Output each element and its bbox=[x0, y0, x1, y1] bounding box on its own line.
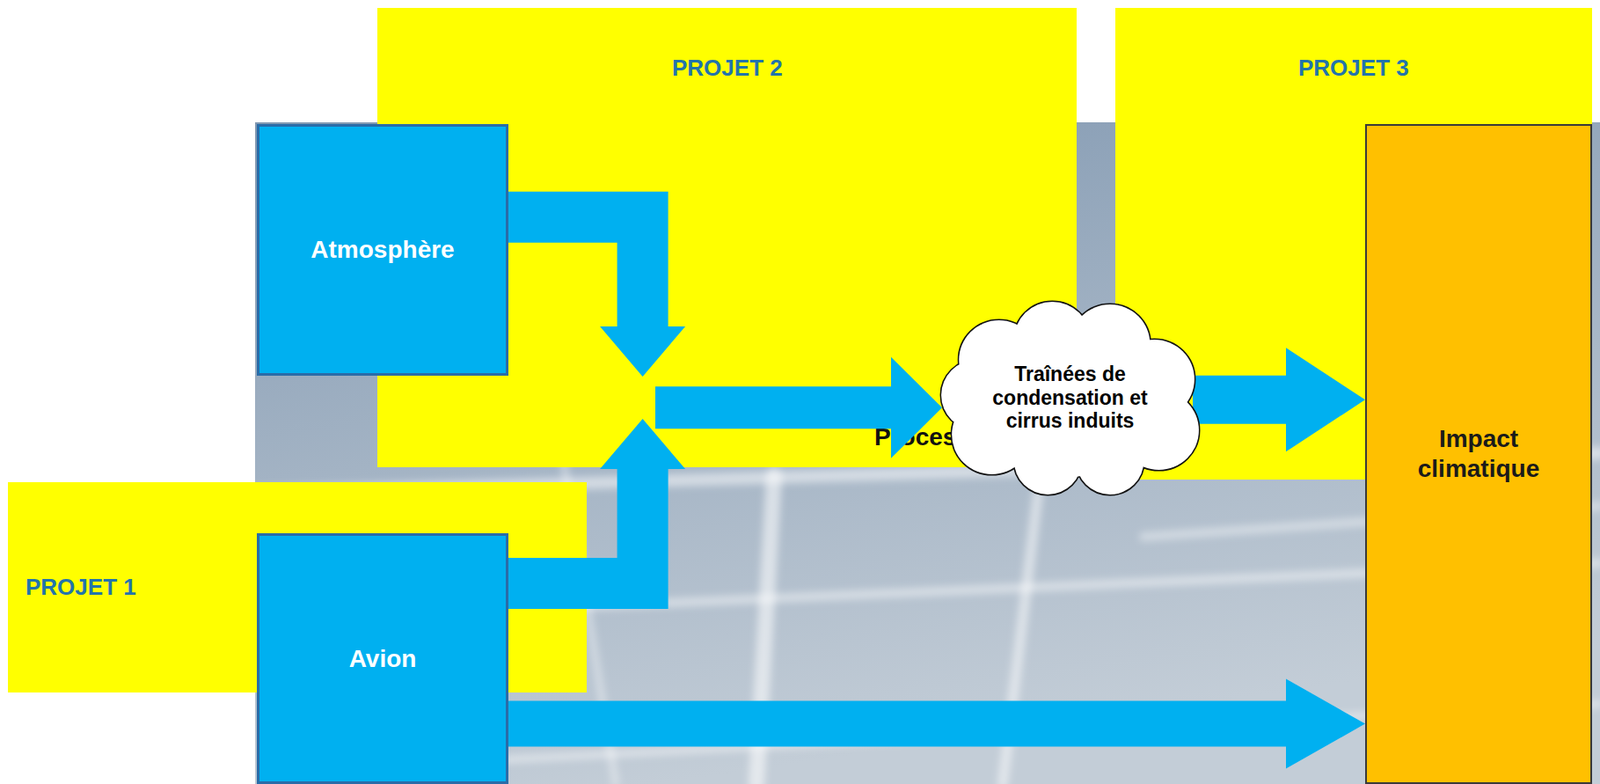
cloud-label: Traînées de condensation et cirrus indui… bbox=[988, 362, 1152, 434]
atmosphere-box: Atmosphère bbox=[256, 124, 509, 376]
contrail-cloud: Traînées de condensation et cirrus indui… bbox=[936, 298, 1204, 497]
flow-arrow bbox=[508, 679, 1366, 769]
cloud-bump-outline bbox=[1076, 427, 1145, 495]
impact-box: Impact climatique bbox=[1365, 124, 1593, 784]
box-label: Atmosphère bbox=[310, 234, 454, 265]
cloud-bump-fill bbox=[1076, 427, 1145, 495]
arrow-shaft bbox=[508, 701, 1286, 747]
project-label: PROJET 2 bbox=[672, 54, 783, 82]
arrow-head bbox=[1285, 679, 1366, 769]
project-label: PROJET 3 bbox=[1298, 54, 1410, 82]
box-label: Avion bbox=[349, 643, 417, 674]
box-label: Impact climatique bbox=[1386, 423, 1571, 483]
process-node: Processus microphysiques bbox=[634, 376, 656, 419]
project-label: PROJET 1 bbox=[25, 573, 137, 601]
aircraft-box: Avion bbox=[256, 533, 509, 784]
